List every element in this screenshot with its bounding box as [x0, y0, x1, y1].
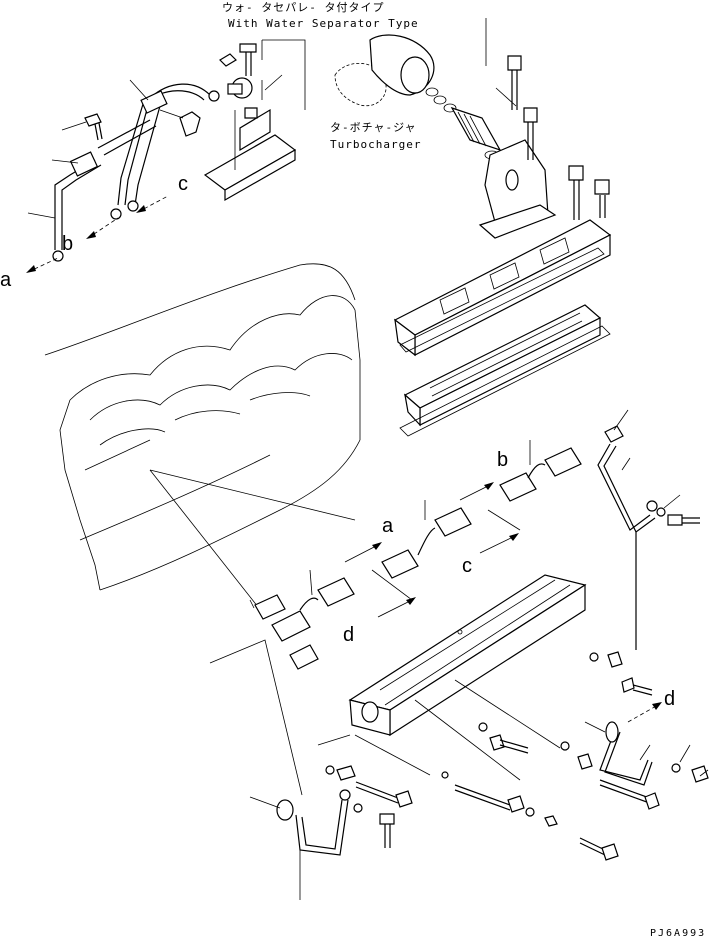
water-separator-jp-caption: ウォ- タセパレ- タ付タイプ — [222, 1, 385, 14]
label-d-right: d — [664, 688, 675, 710]
label-a-left: a — [0, 269, 12, 291]
right-return-pipe — [597, 409, 700, 650]
label-d-center: d — [343, 624, 354, 646]
label-c-center: c — [462, 555, 472, 577]
turbocharger-jp-caption: タ-ボチャ-ジャ — [330, 121, 417, 134]
intake-flanges — [249, 440, 582, 670]
label-b-center: b — [497, 449, 508, 471]
turbocharger-en-caption: Turbocharger — [330, 138, 421, 151]
water-separator-en-caption: With Water Separator Type — [228, 17, 419, 30]
water-separator-bracket — [203, 39, 306, 202]
label-b-left: b — [62, 233, 73, 255]
drawing-code: PJ6A993 — [650, 928, 706, 939]
engine-block-outline — [44, 263, 361, 613]
label-c-top: c — [178, 173, 188, 195]
intake-manifold — [209, 574, 709, 900]
label-a-center: a — [382, 515, 394, 537]
water-separator-pipe-assembly — [26, 79, 220, 273]
turbocharger-assembly — [334, 18, 612, 437]
